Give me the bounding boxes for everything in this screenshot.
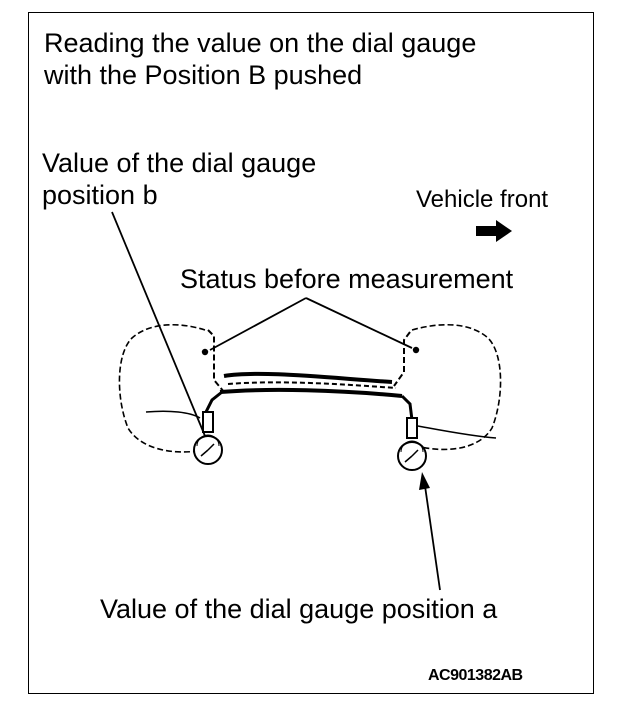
label-position-a: Value of the dial gauge position a bbox=[100, 594, 498, 624]
arrow-right-icon bbox=[476, 220, 512, 242]
left-tire-bottom bbox=[145, 410, 201, 419]
left-arm-dashed bbox=[207, 329, 225, 393]
leader-status-left bbox=[209, 297, 307, 351]
left-mount-dot bbox=[201, 348, 209, 356]
right-gauge-stem bbox=[406, 417, 418, 439]
title-line-2: with the Position B pushed bbox=[44, 59, 363, 90]
leader-position-b bbox=[111, 211, 206, 437]
label-position-b-line-1: Value of the dial gauge bbox=[42, 148, 317, 178]
axle-beam-dashed bbox=[227, 381, 397, 389]
axle-beam-top bbox=[223, 371, 393, 384]
leader-position-a-arrowhead bbox=[419, 472, 430, 490]
figure-code: AC901382AB bbox=[428, 667, 523, 684]
right-mount-dot bbox=[412, 346, 420, 354]
right-arm-dashed bbox=[393, 331, 411, 387]
label-position-b: Value of the dial gauge position b bbox=[42, 148, 316, 211]
diagram-title: Reading the value on the dial gauge with… bbox=[44, 28, 476, 91]
axle-beam-bottom bbox=[219, 387, 403, 398]
title-line-1: Reading the value on the dial gauge bbox=[44, 28, 477, 58]
dial-gauge-icon bbox=[193, 434, 223, 465]
leader-status-right bbox=[305, 297, 413, 349]
label-status-before: Status before measurement bbox=[180, 264, 514, 294]
figure-frame bbox=[28, 12, 594, 694]
right-tire-bottom bbox=[417, 425, 497, 439]
right-hub bbox=[400, 394, 414, 421]
left-tire-outline bbox=[118, 323, 206, 453]
left-gauge-stem bbox=[202, 411, 214, 433]
label-vehicle-front: Vehicle front bbox=[416, 186, 549, 213]
right-tire-outline bbox=[411, 323, 502, 451]
label-position-b-line-2: position b bbox=[42, 179, 158, 210]
dial-gauge-icon bbox=[397, 440, 427, 471]
leader-position-a bbox=[424, 485, 441, 591]
